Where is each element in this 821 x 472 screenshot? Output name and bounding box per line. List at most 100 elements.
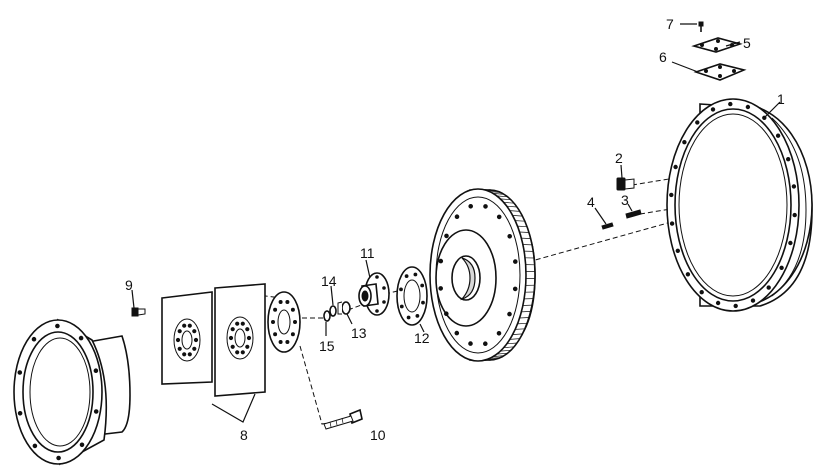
housing-bolt-hole-10 [675,248,680,254]
flywheel-tooth-4 [489,191,501,193]
gasket-hole-4 [399,304,404,309]
bell-bolt-hole-8 [55,323,60,329]
plate-8a-hole-2 [192,346,197,351]
callout-11: 11 [360,245,375,261]
housing-bolt-hole-9 [685,272,691,277]
part-8-plate-b [214,283,266,397]
part-14-ring [329,305,337,317]
plate-8b-hole-10 [245,327,250,332]
housing-bolt-hole-11 [669,221,675,226]
plate-8b-hole-8 [235,321,240,326]
plate-8b-hole-6 [228,335,234,341]
callout-7: 7 [666,16,674,32]
plate-5-hole-d [714,47,718,51]
ring-15 [323,310,331,322]
bell-bolt-hole-2 [79,442,85,448]
callout-9: 9 [125,277,133,293]
part-9-screw [131,307,146,317]
callout-3: 3 [621,192,629,208]
disc-hole-2 [290,332,295,337]
bell-bolt-hole-3 [56,455,61,461]
flywheel-bolt-hole-6 [454,330,460,336]
housing-bolt-hole-8 [699,290,704,295]
callout-2: 2 [615,150,623,166]
flywheel-bolt-hole-12 [468,204,474,209]
plate-8a-hole-5 [177,346,182,351]
pin-3-body [625,209,642,219]
bell-bolt-hole-9 [78,335,84,341]
flywheel-tooth-29 [515,328,525,330]
flywheel-bolt-hole-5 [468,341,473,346]
housing-bolt-hole-12 [669,192,674,198]
flywheel-tooth-35 [496,352,508,355]
plate-8b-hole-5 [230,344,235,349]
leader-9 [131,289,135,309]
bell-flange-inner [22,331,94,453]
plate-6-hole-d [718,74,722,78]
screw-7-head [698,21,704,27]
part-8-plate-a [161,291,213,385]
plate-6-shape [693,63,747,81]
hub-hole-d [375,309,379,313]
housing-bolt-hole-3 [779,265,784,270]
flywheel-teeth [477,188,536,362]
housing-bolt-hole-4 [766,285,771,290]
flywheel-bolt-hole-2 [507,311,512,317]
leader-4 [594,207,607,225]
plate-8a-shape [161,291,213,385]
plate-8a-hole-6 [175,337,181,343]
flywheel-tooth-10 [509,210,520,212]
hub-hole-c [382,300,386,304]
callout-14: 14 [321,273,337,289]
housing-bolt-hole-13 [673,164,678,170]
bell-bolt-hole-6 [17,370,23,375]
hub-hole-b [382,286,386,290]
housing-contour-line [771,117,807,297]
flywheel-tooth-7 [500,198,511,201]
flywheel-tooth-9 [506,205,518,208]
bell-housing [13,318,131,466]
housing-bolt-hole-17 [728,101,733,107]
leader-12 [419,323,425,333]
callout-12: 12 [414,330,430,346]
bushing-13-face [341,301,351,315]
plate-8a-hole-8 [182,323,187,328]
part-15-ring [323,310,331,322]
part-5-plate [691,37,743,53]
flywheel-hub-ring [435,229,497,327]
plate-8b-hole-9 [240,321,245,326]
plate-6-hole-c [732,69,736,73]
flywheel-bolt-hole-9 [438,258,444,264]
leader-5 [725,41,741,47]
callout-1: 1 [777,91,785,107]
clutch-disc [267,291,301,353]
bell-bolt-holes [17,323,99,461]
callout-15: 15 [319,338,335,354]
flywheel-tooth-31 [509,338,520,340]
plate-8a-hole-1 [193,337,199,343]
plate-5-shape [691,37,743,53]
disc-hole-4 [278,340,283,344]
screw-9-shank [137,308,146,316]
plate-5-hole-b [716,39,720,43]
gasket-outer [396,266,428,326]
plate-8a-hole-7 [177,329,182,334]
plate-8b-shape [214,283,266,397]
plate-8b-hole-4 [235,350,240,355]
gasket-hole-8 [420,283,425,288]
bell-bolt-hole-7 [31,336,37,342]
flywheel-tooth-30 [512,333,523,335]
plate-8a-hole-9 [187,323,192,328]
leader-11 [365,259,371,279]
part-1-housing [666,98,813,312]
flywheel-tooth-15 [521,237,531,239]
part-7-screw [698,21,704,32]
housing-bolt-hole-18 [745,104,751,110]
flywheel-tooth-14 [519,231,530,233]
housing-bolt-hole-21 [786,157,791,162]
housing-bolt-hole-2 [788,240,793,246]
housing-bolt-hole-6 [733,303,738,309]
housing-bolt-hole-14 [682,140,687,145]
flywheel-tooth-8 [503,201,515,204]
